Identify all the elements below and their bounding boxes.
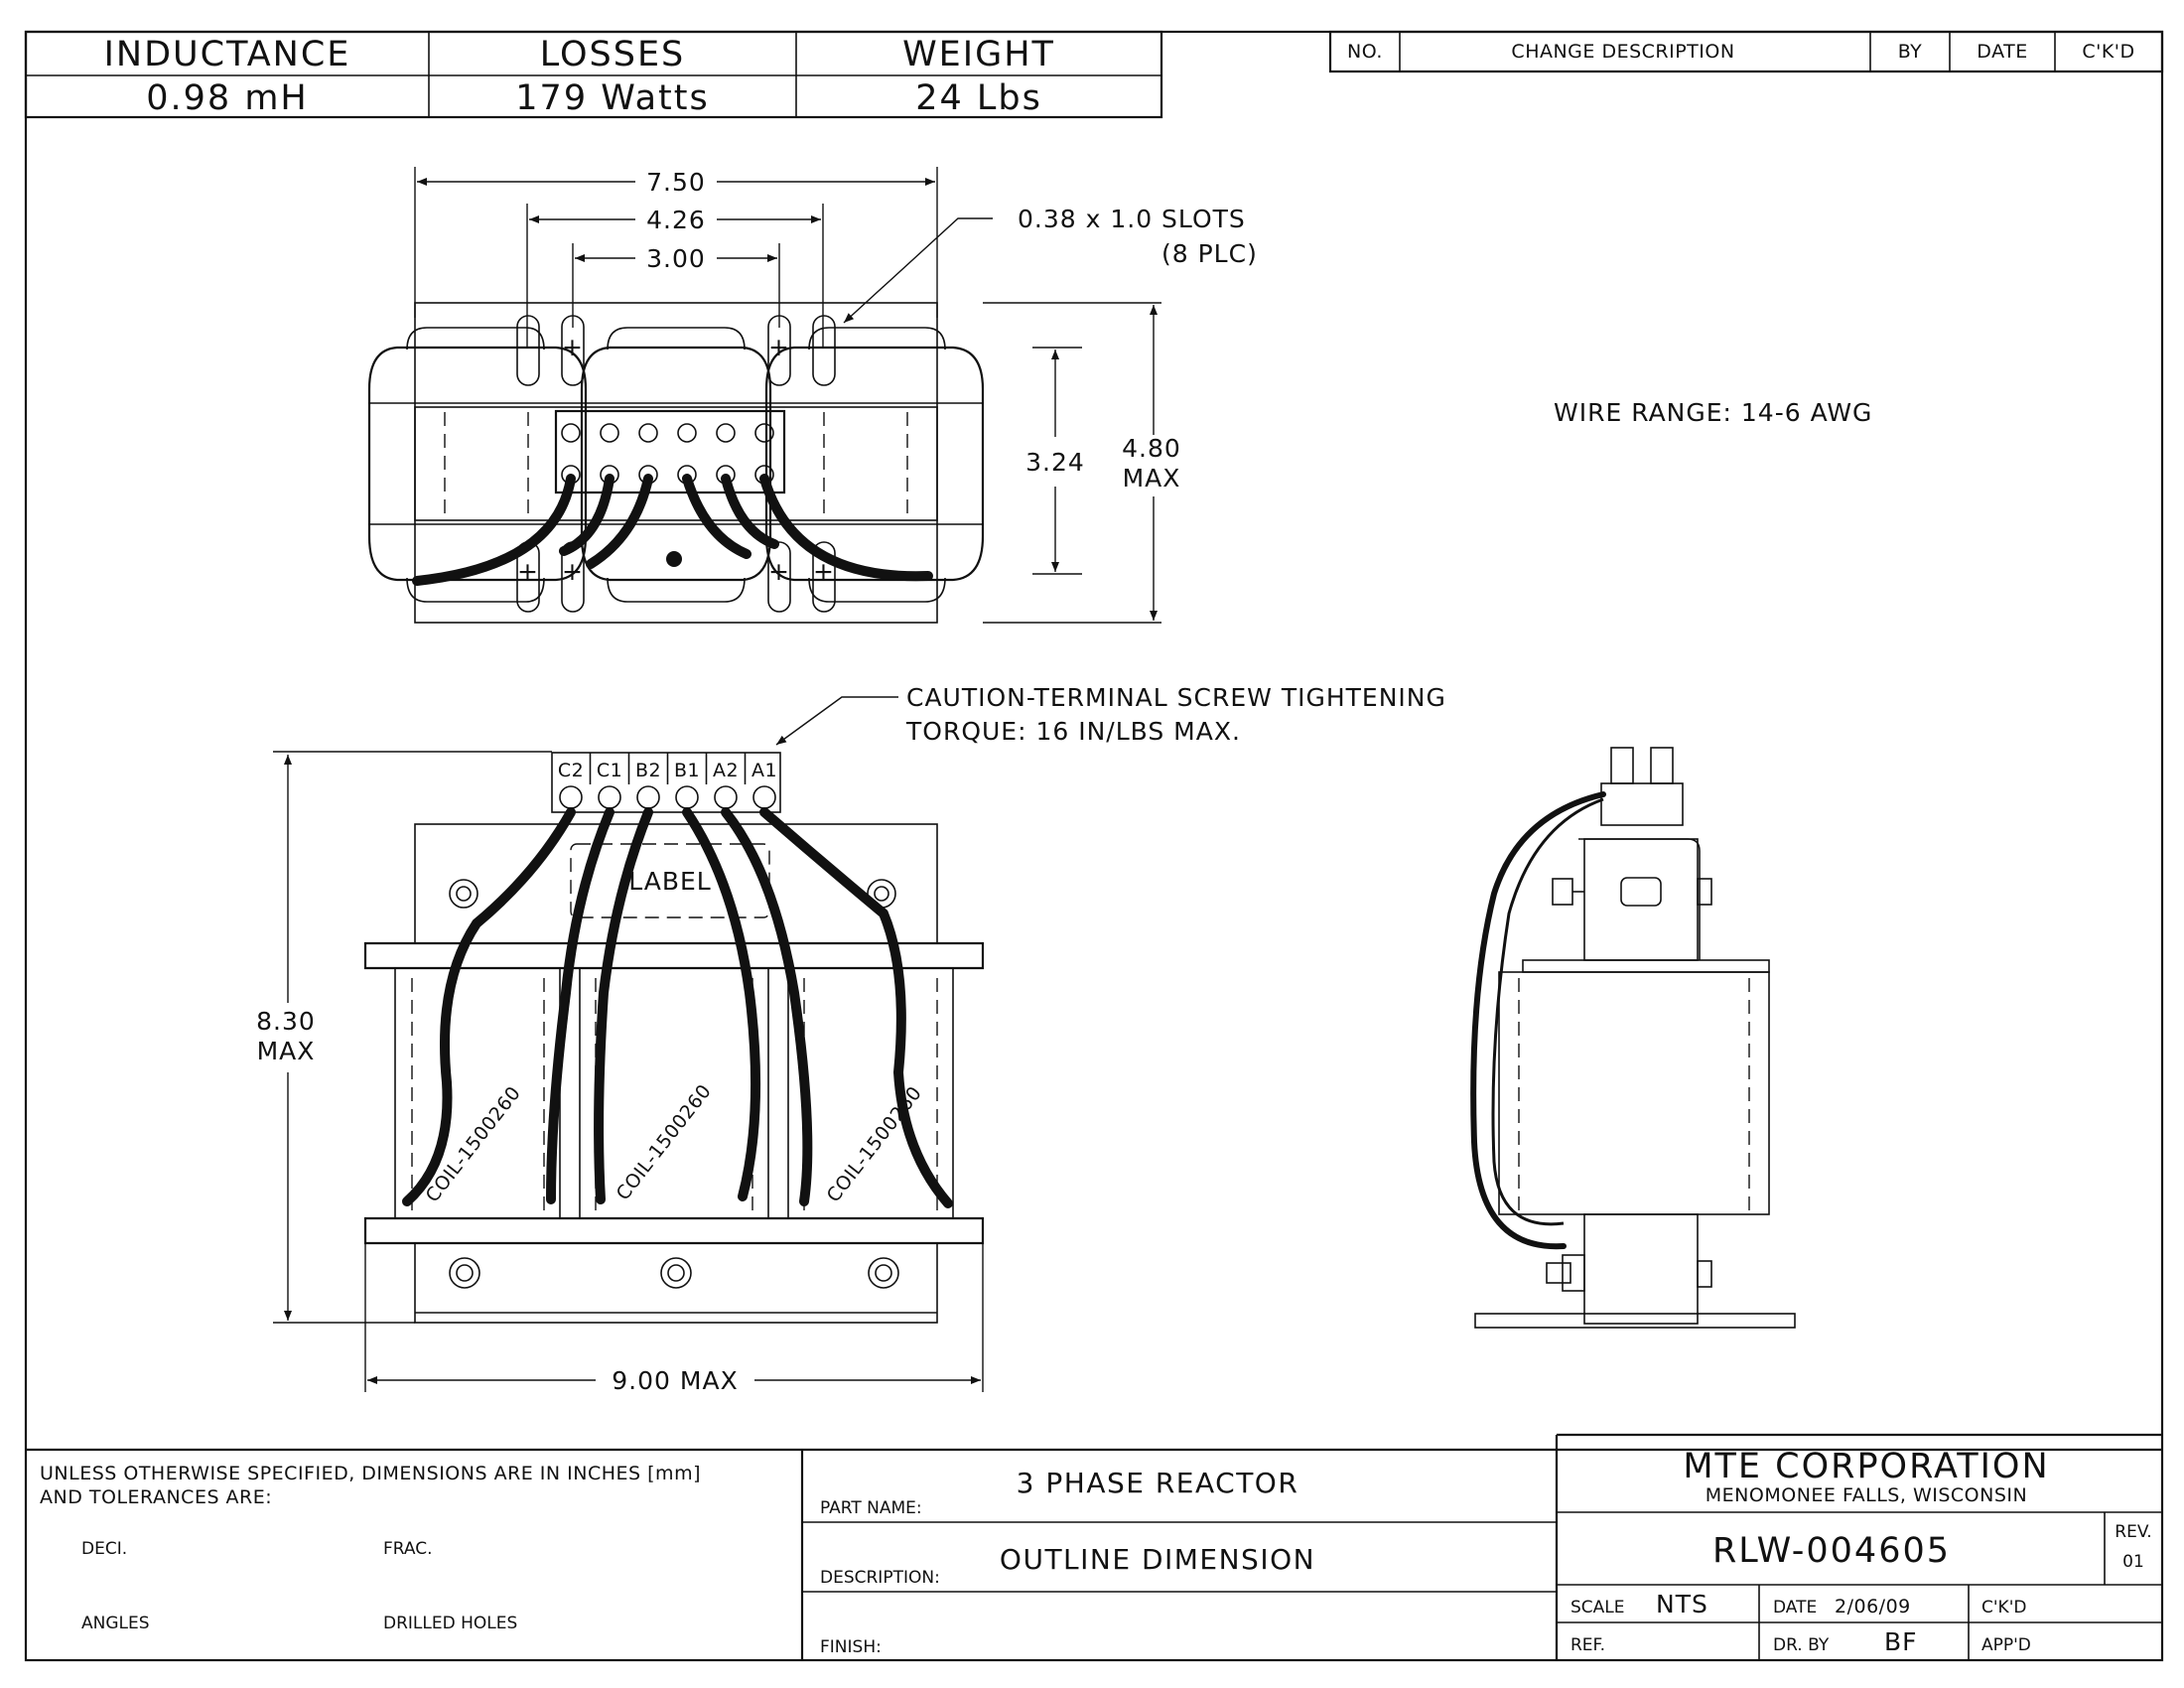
terminal-label-a1: A1 [751,760,777,781]
date-value: 2/06/09 [1835,1596,1911,1618]
drilled-holes-label: DRILLED HOLES [383,1614,517,1633]
dim-top-height: 4.80 [1122,434,1181,463]
angles-label: ANGLES [81,1614,150,1633]
ckd-label: C'K'D [1981,1598,2026,1618]
appd-label: APP'D [1981,1635,2031,1655]
rev-header-ckd: C'K'D [2082,41,2134,63]
caution-line1: CAUTION-TERMINAL SCREW TIGHTENING [906,683,1446,712]
description-value: OUTLINE DIMENSION [1000,1543,1315,1576]
svg-text:+: + [562,333,584,361]
scale-value: NTS [1656,1590,1708,1618]
terminal-screw-b1 [675,785,699,809]
caution-note: CAUTION-TERMINAL SCREW TIGHTENING TORQUE… [775,683,1446,746]
terminal-screw-b2 [636,785,660,809]
revision-table: NO. CHANGE DESCRIPTION BY DATE C'K'D [1328,30,2164,73]
dim-front-height-note: MAX [257,1037,316,1065]
sheet-border [24,30,2164,1662]
terminal-screw-c2 [559,785,583,809]
dim-slot-height: 3.24 [1025,448,1085,477]
spec-value-weight: 24 Lbs [915,78,1042,118]
terminal-label-b2: B2 [635,760,661,781]
tolerance-note-line2: AND TOLERANCES ARE: [40,1486,272,1508]
dim-front-height: 8.30 [256,1007,316,1036]
terminal-screw-c1 [598,785,621,809]
top-view: 7.50 4.26 3.00 0.38 x 1.0 SLOTS (8 PLC) [367,167,1258,624]
scale-label: SCALE [1570,1598,1625,1618]
company-location: MENOMONEE FALLS, WISCONSIN [1706,1484,2027,1506]
svg-text:+: + [768,333,790,361]
terminal-label-b1: B1 [674,760,700,781]
svg-text:+: + [562,557,584,586]
rev-value: 01 [2122,1552,2144,1572]
dim-front-width: 9.00 MAX [612,1366,738,1395]
part-name-value: 3 PHASE REACTOR [1017,1467,1299,1499]
rev-header-no: NO. [1347,41,1383,63]
deci-label: DECI. [81,1539,127,1559]
spec-value-inductance: 0.98 mH [146,78,308,118]
dr-by-label: DR. BY [1773,1635,1830,1655]
svg-text:+: + [768,557,790,586]
terminal-label-a2: A2 [713,760,739,781]
spec-table: INDUCTANCE LOSSES WEIGHT 0.98 mH 179 Wat… [24,30,1163,119]
terminal-screw-a2 [714,785,738,809]
dim-inner-width: 3.00 [646,244,706,273]
part-name-label: PART NAME: [820,1498,922,1518]
terminal-label-c2: C2 [558,760,584,781]
dr-by-value: BF [1884,1627,1918,1656]
spec-header-weight: WEIGHT [902,35,1055,74]
spec-value-losses: 179 Watts [515,78,709,118]
rev-header-description: CHANGE DESCRIPTION [1511,41,1734,63]
slots-callout-line2: (8 PLC) [1161,239,1258,268]
drawing-number: RLW-004605 [1712,1531,1951,1571]
ref-label: REF. [1570,1635,1605,1655]
terminal-label-c1: C1 [597,760,622,781]
spec-header-losses: LOSSES [540,35,686,74]
slots-callout-line1: 0.38 x 1.0 SLOTS [1018,205,1246,233]
svg-text:+: + [517,557,539,586]
rev-label: REV. [2115,1522,2151,1542]
description-label: DESCRIPTION: [820,1568,940,1588]
title-block: UNLESS OTHERWISE SPECIFIED, DIMENSIONS A… [26,1433,2162,1660]
coil-label-center: COIL-1500260 [613,1080,716,1204]
dim-top-height-note: MAX [1123,464,1181,492]
company-name: MTE CORPORATION [1683,1447,2049,1486]
tolerance-note-line1: UNLESS OTHERWISE SPECIFIED, DIMENSIONS A… [40,1463,701,1484]
rev-header-date: DATE [1977,41,2027,63]
dim-mid-width: 4.26 [646,206,706,234]
front-label-text: LABEL [628,867,711,896]
terminal-screw-a1 [752,785,776,809]
spec-header-inductance: INDUCTANCE [104,35,351,74]
side-view [1470,747,1796,1329]
rev-header-by: BY [1898,41,1923,63]
caution-line2: TORQUE: 16 IN/LBS MAX. [905,717,1241,746]
finish-label: FINISH: [820,1637,882,1657]
wire-range-note: WIRE RANGE: 14-6 AWG [1554,398,1872,427]
dim-overall-width: 7.50 [646,168,706,197]
frac-label: FRAC. [383,1539,433,1559]
date-label: DATE [1773,1598,1817,1618]
